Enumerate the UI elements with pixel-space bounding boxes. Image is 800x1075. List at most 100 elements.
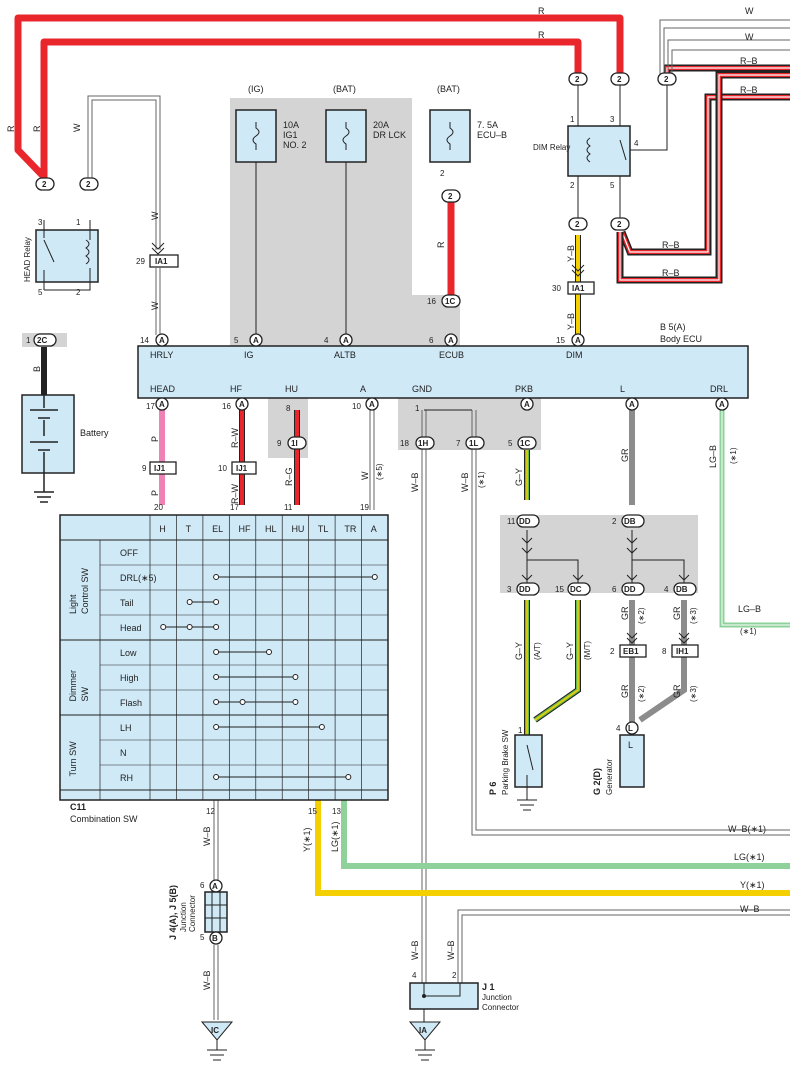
- combo-row-label: N: [120, 748, 127, 758]
- ecu-pin-connector: A: [369, 400, 375, 409]
- svg-text:(∗1): (∗1): [740, 627, 757, 636]
- combo-row-label: LH: [120, 723, 132, 733]
- svg-text:8: 8: [286, 404, 291, 413]
- svg-text:Generator: Generator: [605, 759, 614, 795]
- svg-text:18: 18: [400, 439, 409, 448]
- ecu-pin-connector: A: [239, 400, 245, 409]
- svg-text:IJ1: IJ1: [154, 464, 166, 473]
- wire-label: R–B: [662, 268, 680, 278]
- svg-text:R–W: R–W: [230, 427, 240, 448]
- svg-text:DD: DD: [519, 517, 531, 526]
- svg-text:Y–B: Y–B: [566, 245, 576, 262]
- svg-text:4: 4: [616, 724, 621, 733]
- svg-text:1I: 1I: [291, 439, 298, 448]
- body-ecu: B 5(A) Body ECU: [137, 322, 749, 399]
- svg-text:15: 15: [555, 585, 564, 594]
- svg-text:10: 10: [218, 464, 227, 473]
- svg-text:A: A: [212, 882, 218, 891]
- svg-text:NO. 2: NO. 2: [283, 140, 307, 150]
- ecu-pin-number: 14: [140, 336, 149, 345]
- svg-text:2: 2: [617, 220, 622, 229]
- svg-text:Body ECU: Body ECU: [660, 334, 702, 344]
- mid-labels: 17 P IJ1 9 P 20 16 R–W IJ1 10 R–W 17 8 1…: [142, 402, 761, 636]
- svg-text:2C: 2C: [37, 336, 47, 345]
- ecu-pin-label: HEAD: [150, 384, 176, 394]
- generator: L 4 L G 2(D) Generator: [592, 721, 645, 795]
- svg-text:P: P: [150, 490, 160, 496]
- svg-text:EB1: EB1: [623, 647, 639, 656]
- wire-label: W: [745, 6, 754, 16]
- ecu-pin-label: IG: [244, 350, 254, 360]
- ecu-pin-label: DIM: [566, 350, 583, 360]
- combo-group-name: Dimmer: [68, 670, 78, 702]
- svg-text:(IG): (IG): [248, 84, 264, 94]
- head-relay-title: HEAD Relay: [23, 237, 32, 282]
- ia1-connector: IA1 29 W W: [136, 211, 179, 310]
- combo-row-label: Low: [120, 648, 137, 658]
- svg-text:(∗3): (∗3): [689, 607, 698, 624]
- combo-group-name: Control SW: [80, 567, 90, 614]
- svg-text:G–Y: G–Y: [514, 468, 524, 486]
- red-wires: [14, 14, 624, 505]
- svg-text:(A/T): (A/T): [533, 642, 542, 660]
- dim-relay: 1 3 4 2 5 DIM Relay Y–B Y–B IA1 30: [533, 85, 668, 330]
- svg-text:10A: 10A: [283, 120, 299, 130]
- svg-text:5: 5: [610, 181, 615, 190]
- svg-text:4: 4: [664, 585, 669, 594]
- svg-text:G–Y: G–Y: [514, 642, 524, 660]
- svg-text:13: 13: [332, 807, 341, 816]
- ecu-pin-label: HRLY: [150, 350, 173, 360]
- svg-text:W–B: W–B: [460, 472, 470, 492]
- svg-text:2: 2: [452, 971, 457, 980]
- svg-text:Parking Brake SW: Parking Brake SW: [501, 729, 510, 795]
- svg-text:Y–B: Y–B: [566, 313, 576, 330]
- combo-column-header: EL: [212, 524, 223, 534]
- battery-label: Battery: [80, 428, 109, 438]
- ecu-pin-label: PKB: [515, 384, 533, 394]
- svg-text:W–B: W–B: [410, 472, 420, 492]
- combo-row-label: OFF: [120, 548, 138, 558]
- svg-text:20A: 20A: [373, 120, 389, 130]
- combo-group-name: Light: [68, 594, 78, 614]
- wire-label: R: [32, 125, 42, 132]
- svg-text:G 2(D): G 2(D): [592, 768, 602, 795]
- svg-text:IH1: IH1: [676, 647, 689, 656]
- svg-text:19: 19: [360, 503, 369, 512]
- svg-text:16: 16: [222, 402, 231, 411]
- wire-label: R: [538, 30, 545, 40]
- svg-text:(∗1): (∗1): [729, 447, 738, 464]
- svg-text:2: 2: [617, 75, 622, 84]
- svg-text:B 5(A): B 5(A): [660, 322, 686, 332]
- white-wires: [87, 19, 790, 1020]
- svg-text:IG1: IG1: [283, 130, 298, 140]
- svg-text:W: W: [150, 301, 160, 310]
- svg-text:4: 4: [412, 971, 417, 980]
- svg-text:LG(∗1): LG(∗1): [330, 821, 340, 852]
- svg-text:2: 2: [612, 517, 617, 526]
- svg-text:17: 17: [230, 503, 239, 512]
- combo-column-header: TL: [318, 524, 329, 534]
- svg-text:29: 29: [136, 257, 145, 266]
- svg-text:Y(∗1): Y(∗1): [740, 880, 765, 890]
- fuses: (IG) 10A IG1 NO. 2 (BAT) 20A DR LCK (BAT…: [235, 84, 507, 346]
- svg-text:3: 3: [507, 585, 512, 594]
- svg-text:IA1: IA1: [155, 257, 168, 266]
- svg-text:R–G: R–G: [284, 467, 294, 486]
- combo-row-label: High: [120, 673, 139, 683]
- ecu-pin-connector: A: [448, 336, 454, 345]
- svg-text:2: 2: [440, 169, 445, 178]
- svg-text:9: 9: [142, 464, 147, 473]
- svg-text:Connector: Connector: [188, 895, 197, 932]
- top-wire-labels: R R W W R–B R–B R–B R–B R R W: [6, 6, 758, 278]
- svg-text:B: B: [32, 366, 42, 372]
- svg-text:P: P: [150, 436, 160, 442]
- svg-text:11: 11: [507, 517, 516, 526]
- svg-text:2: 2: [570, 181, 575, 190]
- svg-text:GR: GR: [672, 684, 682, 698]
- ecu-pin-number: 6: [429, 336, 434, 345]
- svg-text:DB: DB: [676, 585, 688, 594]
- svg-text:DD: DD: [519, 585, 531, 594]
- wire-label: W: [72, 123, 82, 132]
